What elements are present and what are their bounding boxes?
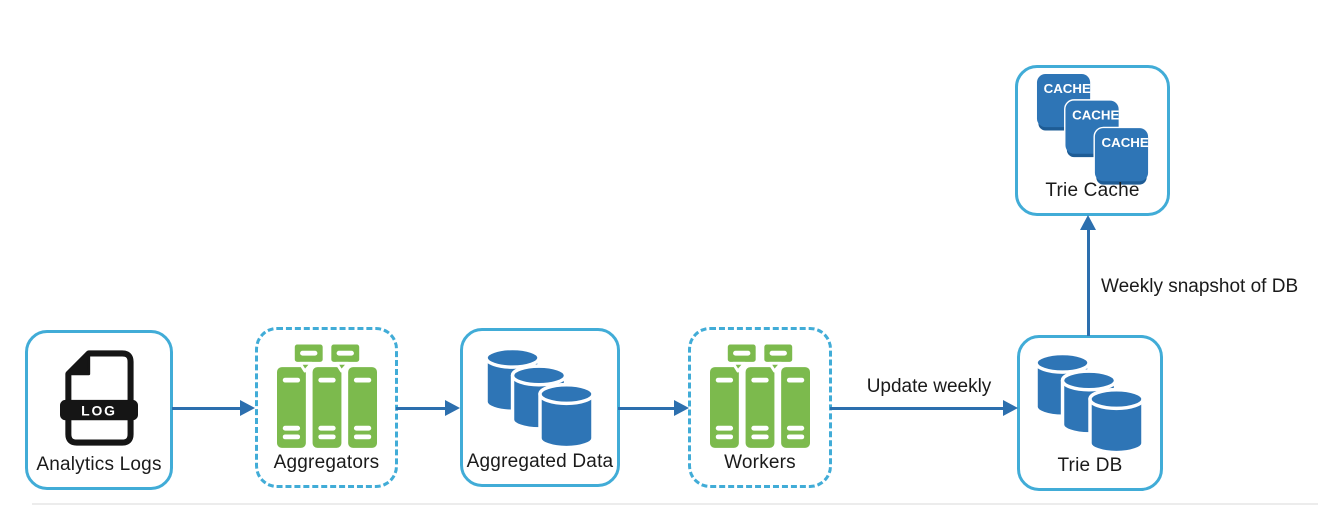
log-file-icon: LOG (60, 350, 138, 446)
edge-label-weekly-snapshot: Weekly snapshot of DB (1101, 276, 1299, 297)
node-label-trie-db: Trie DB (1057, 455, 1123, 476)
server-cluster-icon (710, 343, 810, 448)
node-aggregated-data: Aggregated Data (460, 328, 620, 487)
server-cluster-icon (276, 343, 377, 448)
node-workers: Workers (688, 327, 832, 488)
cache-stack-icon: CACHE CACHE CACHE (1035, 74, 1149, 187)
cache-badge-text: CACHE (1043, 81, 1090, 96)
edge-label-update-weekly: Update weekly (866, 376, 992, 397)
arrow-aggregators-to-data (396, 407, 446, 410)
arrowhead-right-icon (674, 400, 689, 416)
arrow-triedb-to-triecache (1087, 229, 1090, 336)
node-label-aggregated-data: Aggregated Data (466, 451, 614, 472)
arrow-logs-to-aggregators (172, 407, 242, 410)
bottom-divider (32, 503, 1318, 505)
node-label-aggregators: Aggregators (273, 452, 380, 473)
node-trie-cache: CACHE CACHE CACHE Trie Cache (1015, 65, 1170, 216)
log-badge-text: LOG (81, 403, 117, 419)
arrowhead-up-icon (1080, 215, 1096, 230)
arrowhead-right-icon (445, 400, 460, 416)
node-trie-db: Trie DB (1017, 335, 1163, 491)
arrow-data-to-workers (618, 407, 675, 410)
arrowhead-right-icon (1003, 400, 1018, 416)
cache-badge-text: CACHE (1101, 135, 1148, 150)
node-aggregators: Aggregators (255, 327, 398, 488)
database-stack-icon (484, 347, 595, 449)
node-label-analytics-logs: Analytics Logs (36, 454, 162, 475)
node-analytics-logs: LOG Analytics Logs (25, 330, 173, 490)
database-stack-icon (1034, 352, 1145, 454)
arrow-workers-to-triedb (830, 407, 1004, 410)
cache-badge-text: CACHE (1072, 108, 1119, 123)
node-label-trie-cache: Trie Cache (1045, 180, 1140, 201)
node-label-workers: Workers (724, 452, 796, 473)
arrowhead-right-icon (240, 400, 255, 416)
